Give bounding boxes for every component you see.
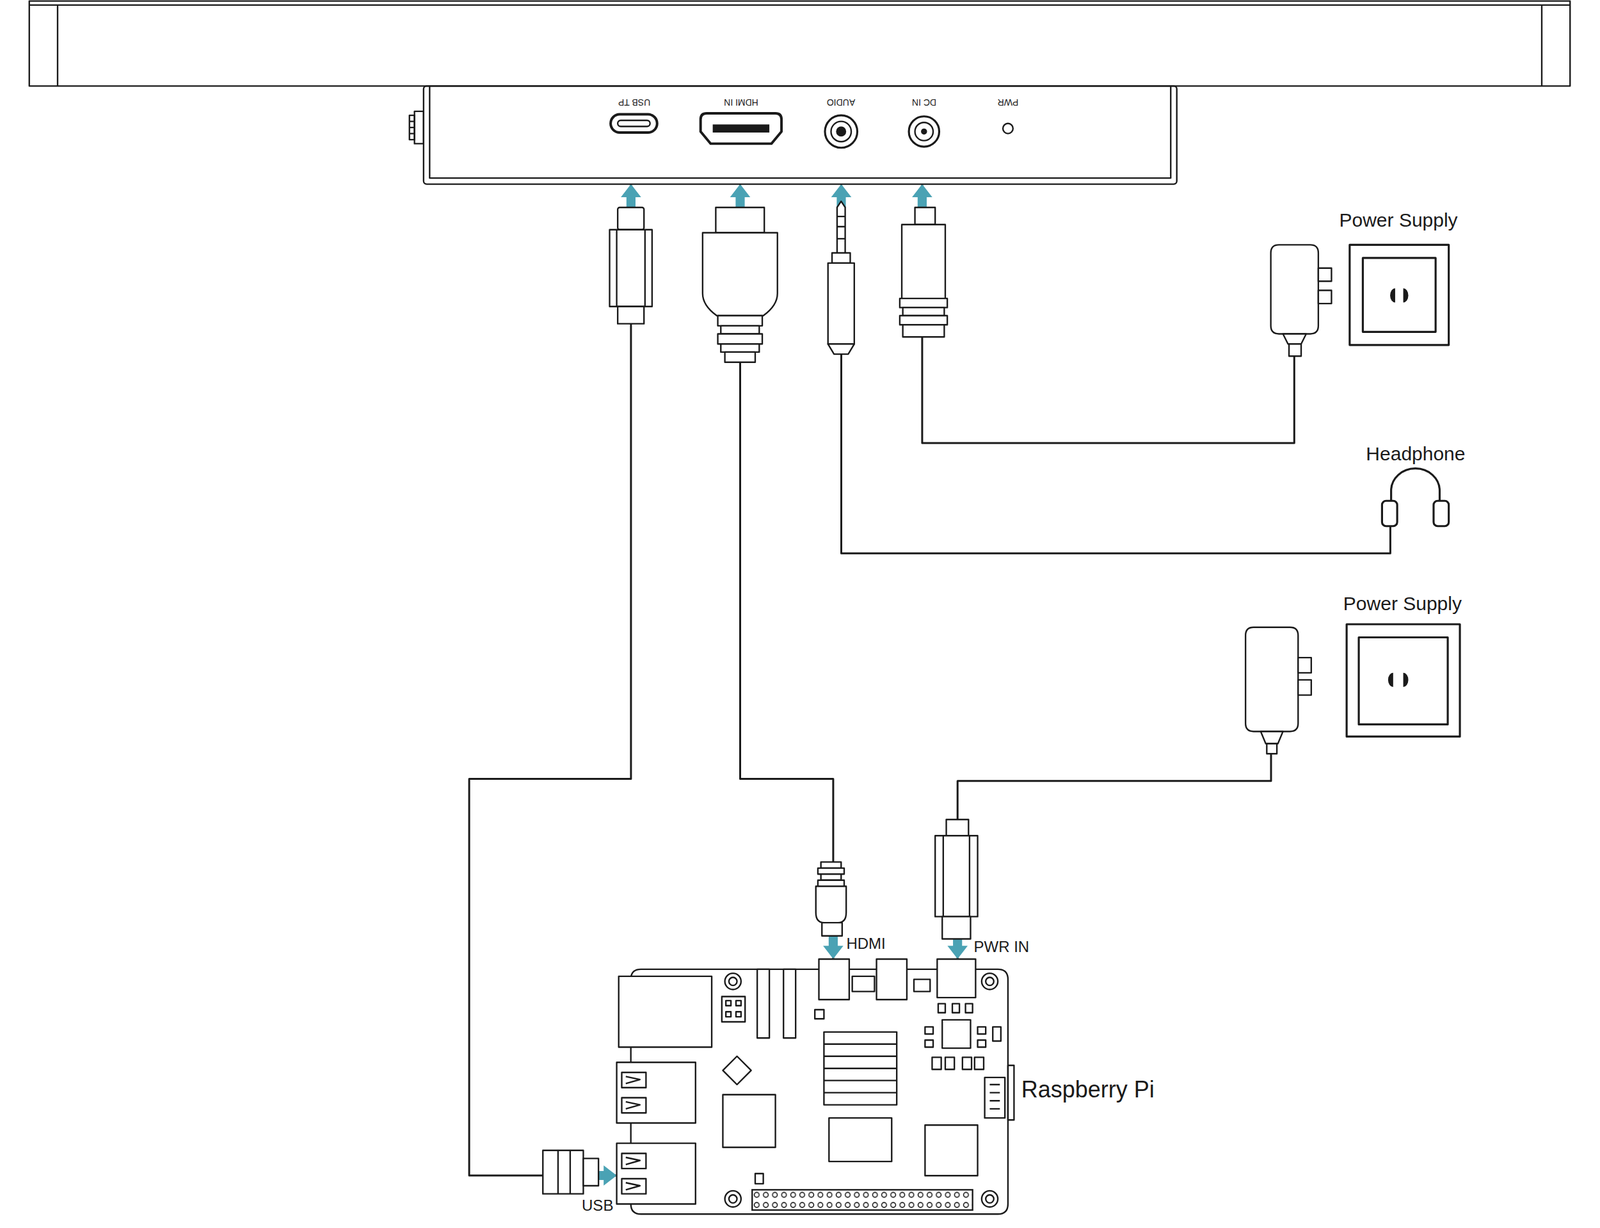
cable — [841, 184, 1391, 554]
device-heading: Headphone — [1365, 442, 1465, 466]
device-heading: Power Supply — [1339, 209, 1458, 232]
port-label: USB TP — [617, 97, 650, 108]
port-label: HDMI IN — [723, 97, 759, 108]
device-heading: Power Supply — [1343, 592, 1462, 616]
monitor-port-panel: USB TP HDMI IN AUDIO DC IN PWR — [423, 85, 1177, 184]
raspberry-pi-board — [616, 958, 1015, 1214]
monitor-frame — [29, 1, 1570, 87]
plug-arrow — [912, 184, 933, 208]
cable — [957, 753, 1272, 959]
power-adapters — [1245, 244, 1460, 754]
port-name: PWR IN — [973, 937, 1030, 956]
port-panel — [409, 85, 1177, 184]
cable-plugs — [542, 200, 978, 1193]
raspberry-pi: Raspberry Pi — [616, 958, 1015, 1214]
plug-arrow — [823, 935, 844, 959]
plug-arrow — [620, 184, 642, 208]
port-name: HDMI — [846, 934, 886, 953]
plug-arrow — [730, 184, 751, 208]
device-heading: Raspberry Pi — [1021, 1075, 1155, 1103]
port-label: DC IN — [912, 97, 937, 108]
port-name: USB — [581, 1196, 614, 1215]
headphone-icon — [1381, 468, 1449, 527]
power-supply: Power Supply — [1246, 624, 1461, 754]
cable — [469, 184, 632, 1176]
cable — [922, 184, 1295, 444]
power-supply: Power Supply — [1269, 244, 1449, 356]
headphone: Headphone — [1380, 467, 1452, 527]
port-label: AUDIO — [826, 97, 856, 108]
port-label: PWR — [997, 97, 1019, 108]
